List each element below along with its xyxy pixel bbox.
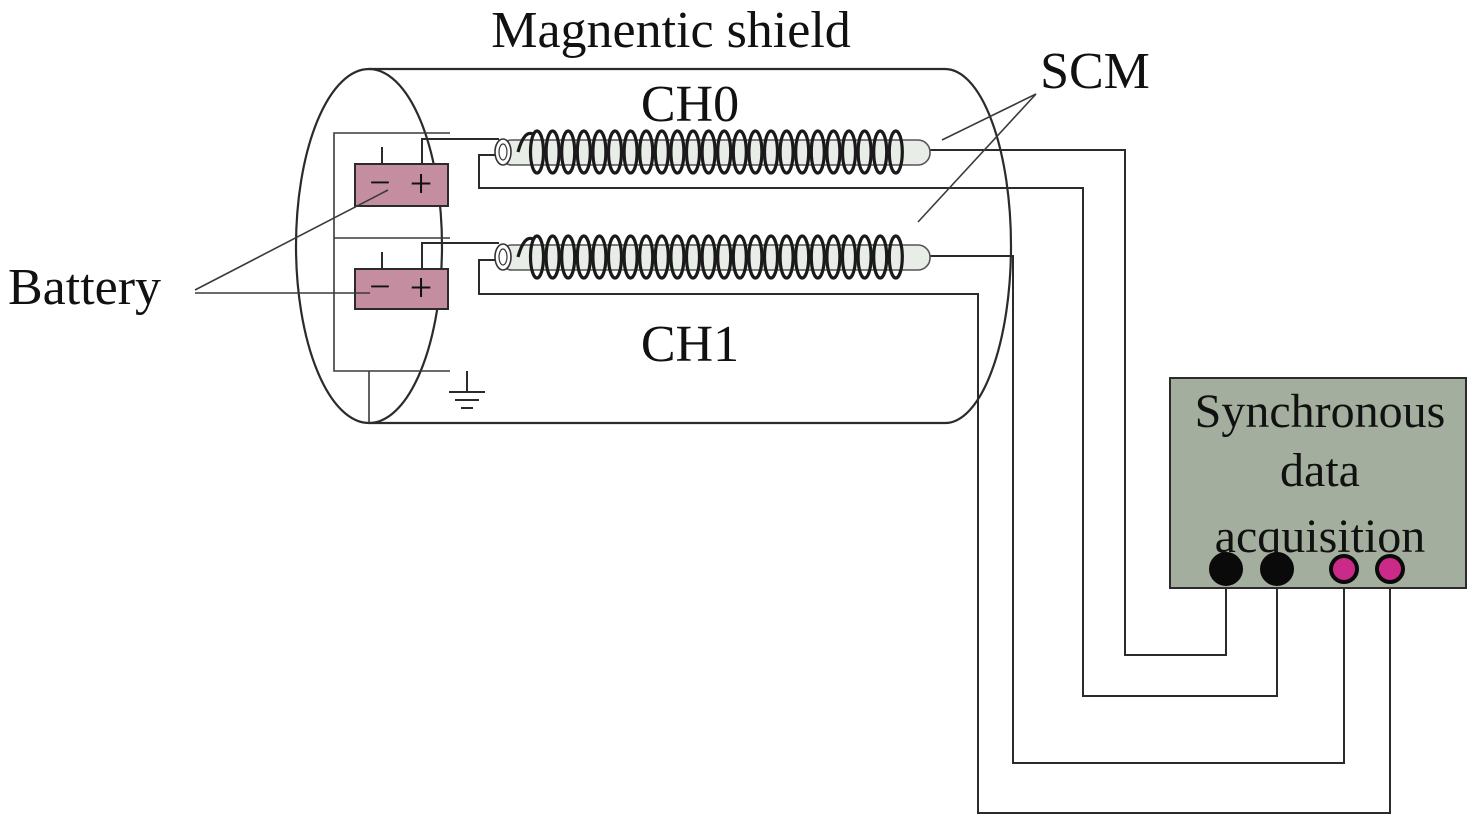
leader-lines	[194, 93, 1037, 294]
daq-unit: Synchronous data acquisition	[1169, 377, 1467, 589]
coil-turn	[528, 234, 546, 280]
coil-turn	[591, 129, 608, 175]
scm-leader-top	[941, 93, 1037, 141]
ground-icon	[449, 371, 485, 409]
coil-turn	[778, 234, 795, 280]
daq-ports	[1209, 552, 1405, 586]
daq-port-magenta	[1329, 554, 1359, 584]
coil-turn	[716, 234, 733, 280]
sensor-ch0-coil	[516, 129, 904, 175]
coil-turn	[809, 234, 826, 280]
coil-turn	[794, 129, 811, 175]
coil-turn	[856, 234, 873, 280]
coil-turn	[825, 129, 842, 175]
coil-turn	[544, 234, 561, 280]
coil-turn	[560, 129, 577, 175]
daq-box	[1169, 377, 1467, 589]
coil-turn	[872, 129, 889, 175]
coil-turn	[731, 129, 748, 175]
sensor-ch0-end-cap	[494, 138, 512, 166]
scm-leader-bottom	[917, 93, 1037, 223]
coil-turn	[762, 129, 780, 175]
scm-sensor-ch1	[494, 234, 931, 280]
scm-label: SCM	[1040, 43, 1150, 100]
coil-turn	[591, 234, 608, 280]
coil-turn	[575, 234, 592, 280]
coil-turn	[528, 129, 546, 175]
coil-turn	[700, 234, 717, 280]
coil-turn	[794, 234, 811, 280]
battery-bottom-minus: −	[369, 266, 390, 308]
daq-label-line2: data	[1280, 444, 1360, 497]
coil-turn	[700, 129, 717, 175]
coil-turn	[809, 129, 826, 175]
coil-turn	[840, 234, 858, 280]
shield-body-outline	[369, 67, 1013, 425]
coil-turn	[731, 234, 748, 280]
coil-turn	[872, 234, 889, 280]
battery-top-plus: +	[410, 161, 433, 206]
ch1-label: CH1	[641, 316, 739, 373]
coil-turn	[622, 129, 639, 175]
battery-bottom-body	[354, 268, 449, 310]
coil-turn	[684, 129, 702, 175]
coil-turn	[840, 129, 858, 175]
coil-turn	[560, 234, 577, 280]
coil-turn	[544, 129, 561, 175]
coil-turn	[887, 234, 904, 280]
coil-turn	[622, 234, 639, 280]
daq-port-black	[1260, 552, 1294, 586]
sensor-ch1-coil	[516, 234, 904, 280]
shield-front-ellipse	[294, 67, 444, 425]
coil-turn	[653, 234, 670, 280]
coil-turn	[669, 234, 686, 280]
battery-top-minus: −	[369, 162, 390, 204]
coil-turn	[638, 129, 655, 175]
coil-turn	[638, 234, 655, 280]
sensor-ch1-end-cap	[494, 243, 512, 271]
coil-turn	[606, 129, 624, 175]
coil-turn	[825, 234, 842, 280]
coil-turn	[653, 129, 670, 175]
daq-port-magenta	[1375, 554, 1405, 584]
coil-turn	[684, 234, 702, 280]
battery-leader-top	[194, 189, 389, 291]
coil-turn	[762, 234, 780, 280]
coil-turn	[747, 234, 764, 280]
battery-bottom: − +	[354, 265, 449, 310]
battery-bottom-plus: +	[410, 265, 433, 310]
daq-label-line1: Synchronous	[1195, 385, 1446, 438]
daq-port-black	[1209, 552, 1243, 586]
battery-label: Battery	[8, 259, 161, 316]
coil-lead	[516, 131, 534, 153]
coil-turn	[778, 129, 795, 175]
coil-turn	[669, 129, 686, 175]
coil-turn	[887, 129, 904, 175]
coil-turn	[747, 129, 764, 175]
coil-turn	[856, 129, 873, 175]
coil-lead	[516, 236, 534, 258]
ch0-label: CH0	[641, 76, 739, 133]
coil-turn	[716, 129, 733, 175]
internal-wiring	[333, 132, 1391, 814]
coil-turn	[575, 129, 592, 175]
coil-turn	[606, 234, 624, 280]
magnetic-shield-label: Magnentic shield	[491, 2, 851, 59]
scm-sensor-ch0	[494, 129, 931, 175]
